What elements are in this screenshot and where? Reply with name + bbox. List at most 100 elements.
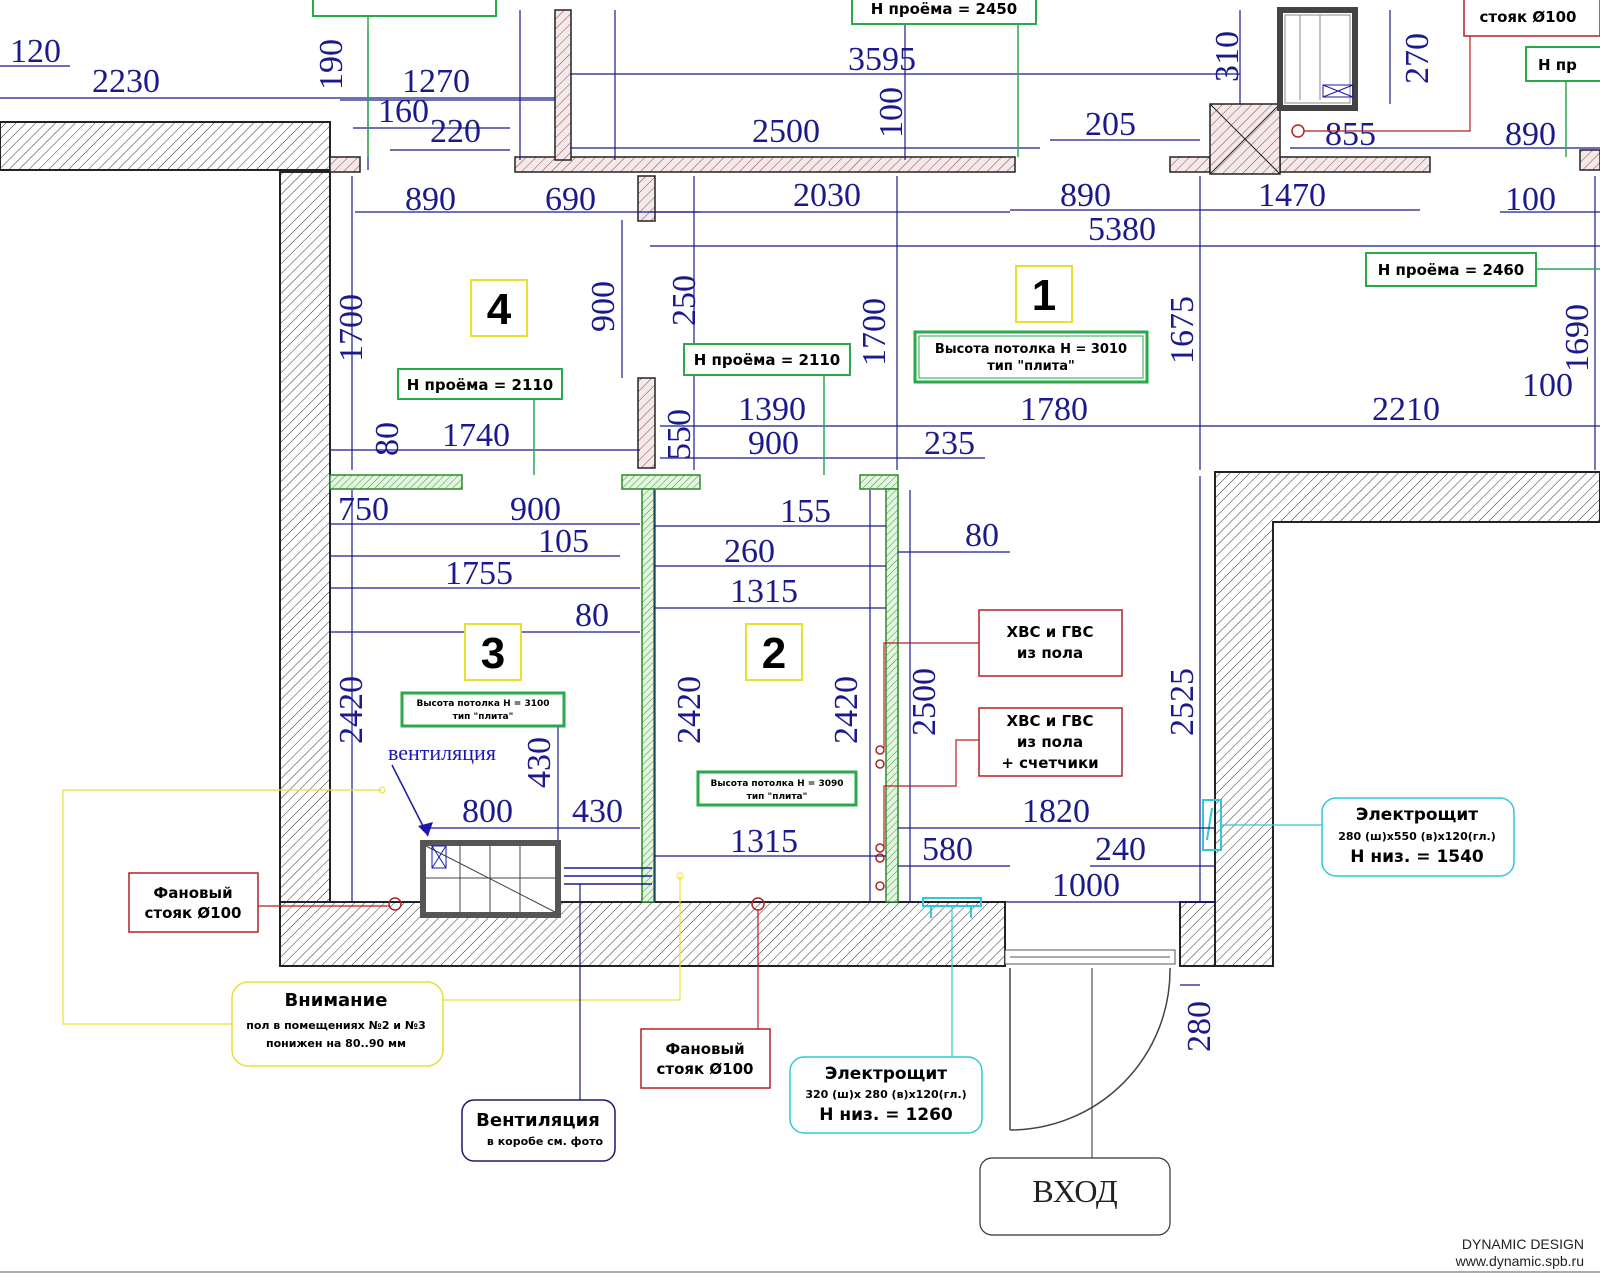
entrance-label: ВХОД — [1032, 1173, 1118, 1209]
dim-label: 220 — [430, 113, 481, 150]
room-number-1: 1 — [1032, 271, 1056, 320]
footer-brand: DYNAMIC DESIGN — [1462, 1236, 1584, 1252]
opening-label-top-right: Н пр — [1538, 56, 1577, 74]
dim-label: 690 — [545, 181, 596, 218]
fan-riser-left-title: Фановый — [153, 884, 232, 902]
dim-label: 580 — [922, 831, 973, 868]
opening-label-top: Н проёма = 2450 — [871, 0, 1018, 18]
room-number-4: 4 — [487, 285, 512, 334]
dim-label: 430 — [572, 793, 623, 830]
water-callout-2-sub: из пола — [1017, 733, 1083, 751]
attention-line1: пол в помещениях №2 и №3 — [246, 1019, 426, 1032]
ceiling-label-room2: Высота потолка Н = 3090 — [710, 779, 843, 789]
dim-label: 80 — [965, 517, 999, 554]
dim-label: 550 — [661, 409, 698, 460]
dim-label: 190 — [313, 39, 350, 90]
dim-label: 1270 — [402, 63, 470, 100]
ceiling-type-room2: тип "плита" — [747, 792, 808, 802]
dim-label: 100 — [1505, 181, 1556, 218]
cyan-callouts: Электрощит 280 (ш)х550 (в)х120(гл.) Н ни… — [789, 797, 1515, 1134]
fan-riser-left-sub: стояк Ø100 — [145, 904, 242, 922]
dim-label: 1780 — [1020, 391, 1088, 428]
dim-label: 1675 — [1164, 296, 1201, 364]
water-callout-1-sub: из пола — [1017, 644, 1083, 662]
dim-label: 855 — [1325, 116, 1376, 153]
dim-label: 235 — [924, 425, 975, 462]
fan-riser-bottom-title: Фановый — [665, 1040, 744, 1058]
water-callout-2-title: ХВС и ГВС — [1007, 712, 1094, 730]
electric-panel-right-title: Электрощит — [1356, 805, 1478, 825]
dim-label: 1755 — [445, 555, 513, 592]
ceiling-type-room3: тип "плита" — [453, 712, 514, 722]
ventilation-sub: в коробе см. фото — [487, 1135, 604, 1148]
dim-label: 310 — [1209, 31, 1246, 82]
dim-label: 120 — [10, 33, 61, 70]
opening-label-right: Н проёма = 2460 — [1378, 261, 1525, 279]
electric-panel-bottom-height: Н низ. = 1260 — [819, 1105, 953, 1125]
dim-label: 890 — [1060, 177, 1111, 214]
dim-label: 260 — [724, 533, 775, 570]
dim-label: 1470 — [1258, 177, 1326, 214]
opening-label-room2: Н проёма = 2110 — [694, 351, 841, 369]
dim-label: 3595 — [848, 41, 916, 78]
water-callout-2-meters: + счетчики — [1001, 754, 1098, 772]
entrance-door — [1004, 949, 1176, 1158]
ceiling-label-room3: Высота потолка Н = 3100 — [416, 699, 549, 709]
dim-label: 1690 — [1559, 304, 1596, 372]
dim-label: 1315 — [730, 573, 798, 610]
dim-label: 80 — [369, 422, 406, 456]
vent-box — [391, 764, 652, 918]
dimension-lines — [0, 10, 1600, 986]
dim-label: 2420 — [671, 676, 708, 744]
dim-label: 800 — [462, 793, 513, 830]
dim-label: 1820 — [1022, 793, 1090, 830]
dim-label: 2030 — [793, 177, 861, 214]
attention-line2: понижен на 80..90 мм — [266, 1037, 406, 1050]
ventilation-title: Вентиляция — [476, 1110, 600, 1131]
dim-label: 100 — [873, 87, 910, 138]
dim-label: 240 — [1095, 831, 1146, 868]
fan-riser-bottom-sub: стояк Ø100 — [657, 1060, 754, 1078]
dim-label: 750 — [338, 491, 389, 528]
dim-label: 890 — [1505, 116, 1556, 153]
electric-panel-bottom-spec: 320 (ш)х 280 (в)х120(гл.) — [805, 1088, 966, 1101]
dim-label: 205 — [1085, 106, 1136, 143]
dim-label: 155 — [780, 493, 831, 530]
dim-label: 2230 — [92, 63, 160, 100]
dim-label: 1000 — [1052, 867, 1120, 904]
room-number-3: 3 — [481, 629, 505, 678]
green-labels: Высота потолка Н = 3010 тип "плита" Высо… — [312, 0, 1600, 807]
footer-url: www.dynamic.spb.ru — [1455, 1253, 1584, 1269]
dim-label: 900 — [510, 491, 561, 528]
attention-callout: Внимание пол в помещениях №2 и №3 пониже… — [62, 786, 684, 1067]
dim-label: 105 — [538, 523, 589, 560]
dim-label: 2420 — [333, 676, 370, 744]
dim-label: 890 — [405, 181, 456, 218]
ventilation-callout: Вентиляция в коробе см. фото вентиляция — [388, 740, 616, 1162]
dim-label: 430 — [521, 737, 558, 788]
dim-label: 2500 — [906, 668, 943, 736]
dim-label: 1315 — [730, 823, 798, 860]
attention-title: Внимание — [285, 990, 388, 1011]
dim-label: 2500 — [752, 113, 820, 150]
dim-labels: 120 2230 1270 160 220 3595 2500 205 855 … — [10, 31, 1596, 1052]
electric-panel-right-height: Н низ. = 1540 — [1350, 847, 1484, 867]
ceiling-label-room1: Высота потолка Н = 3010 — [935, 342, 1127, 357]
dim-label: 2420 — [828, 676, 865, 744]
dim-label: 2525 — [1164, 668, 1201, 736]
dim-label: 100 — [1522, 367, 1573, 404]
ventilation-inline-label: вентиляция — [388, 740, 496, 765]
dim-label: 2210 — [1372, 391, 1440, 428]
ceiling-type-room1: тип "плита" — [987, 359, 1075, 374]
dim-label: 1740 — [442, 417, 510, 454]
fan-riser-top-sub: стояк Ø100 — [1480, 8, 1577, 26]
dim-label: 270 — [1399, 33, 1436, 84]
dim-label: 1390 — [738, 391, 806, 428]
dim-label: 5380 — [1088, 211, 1156, 248]
opening-label-room4: Н проёма = 2110 — [407, 376, 554, 394]
dim-label: 1700 — [856, 298, 893, 366]
electric-panel-right-spec: 280 (ш)х550 (в)х120(гл.) — [1338, 830, 1496, 843]
electric-panel-bottom-title: Электрощит — [825, 1064, 947, 1084]
room-numbers: 1 4 3 2 — [464, 265, 1073, 681]
dim-label: 80 — [575, 597, 609, 634]
